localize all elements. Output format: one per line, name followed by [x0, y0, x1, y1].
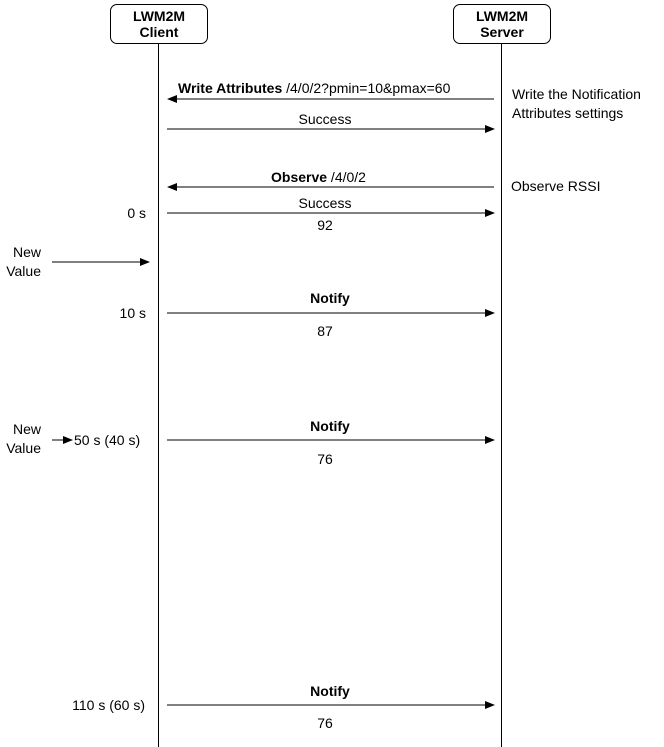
value-label-0: 92	[317, 217, 333, 233]
write-note-line1: Write the Notification	[512, 86, 641, 102]
server-head-line1: LWM2M	[475, 8, 529, 24]
write-attributes-label: Write Attributes /4/0/2?pmin=10&pmax=60	[178, 80, 450, 97]
server-head-line2: Server	[480, 24, 524, 40]
time-label-110s: 110 s (60 s)	[72, 697, 145, 713]
observe-path: /4/0/2	[327, 169, 366, 185]
value-label-2: 76	[317, 451, 333, 467]
notify-label-1: Notify	[310, 290, 350, 306]
client-head-line1: LWM2M	[132, 8, 186, 24]
value-label-3: 76	[317, 715, 333, 731]
time-label-0s: 0 s	[127, 205, 146, 221]
notify-label-2: Notify	[310, 418, 350, 434]
success-label-1: Success	[298, 111, 352, 127]
new-value-label-2-line2: Value	[6, 440, 41, 456]
observe-note: Observe RSSI	[511, 178, 601, 194]
notify-label-3: Notify	[310, 683, 350, 699]
new-value-label-1-line1: New	[12, 244, 41, 260]
value-label-1: 87	[317, 323, 333, 339]
write-note-line2: Attributes settings	[512, 105, 624, 121]
write-attributes-command: Write Attributes	[178, 80, 283, 96]
write-attributes-path: /4/0/2?pmin=10&pmax=60	[282, 80, 451, 96]
new-value-label-1-line2: Value	[6, 263, 41, 279]
new-value-label-2-line1: New	[12, 421, 41, 437]
observe-command: Observe	[271, 169, 328, 185]
success-label-2: Success	[298, 195, 352, 211]
server-lifeline-head: LWM2M Server	[453, 4, 551, 44]
observe-label: Observe /4/0/2	[271, 169, 366, 186]
client-head-line2: Client	[139, 24, 179, 40]
time-label-50s: 50 s (40 s)	[74, 432, 141, 448]
time-label-10s: 10 s	[119, 305, 146, 321]
client-lifeline-head: LWM2M Client	[110, 4, 208, 44]
